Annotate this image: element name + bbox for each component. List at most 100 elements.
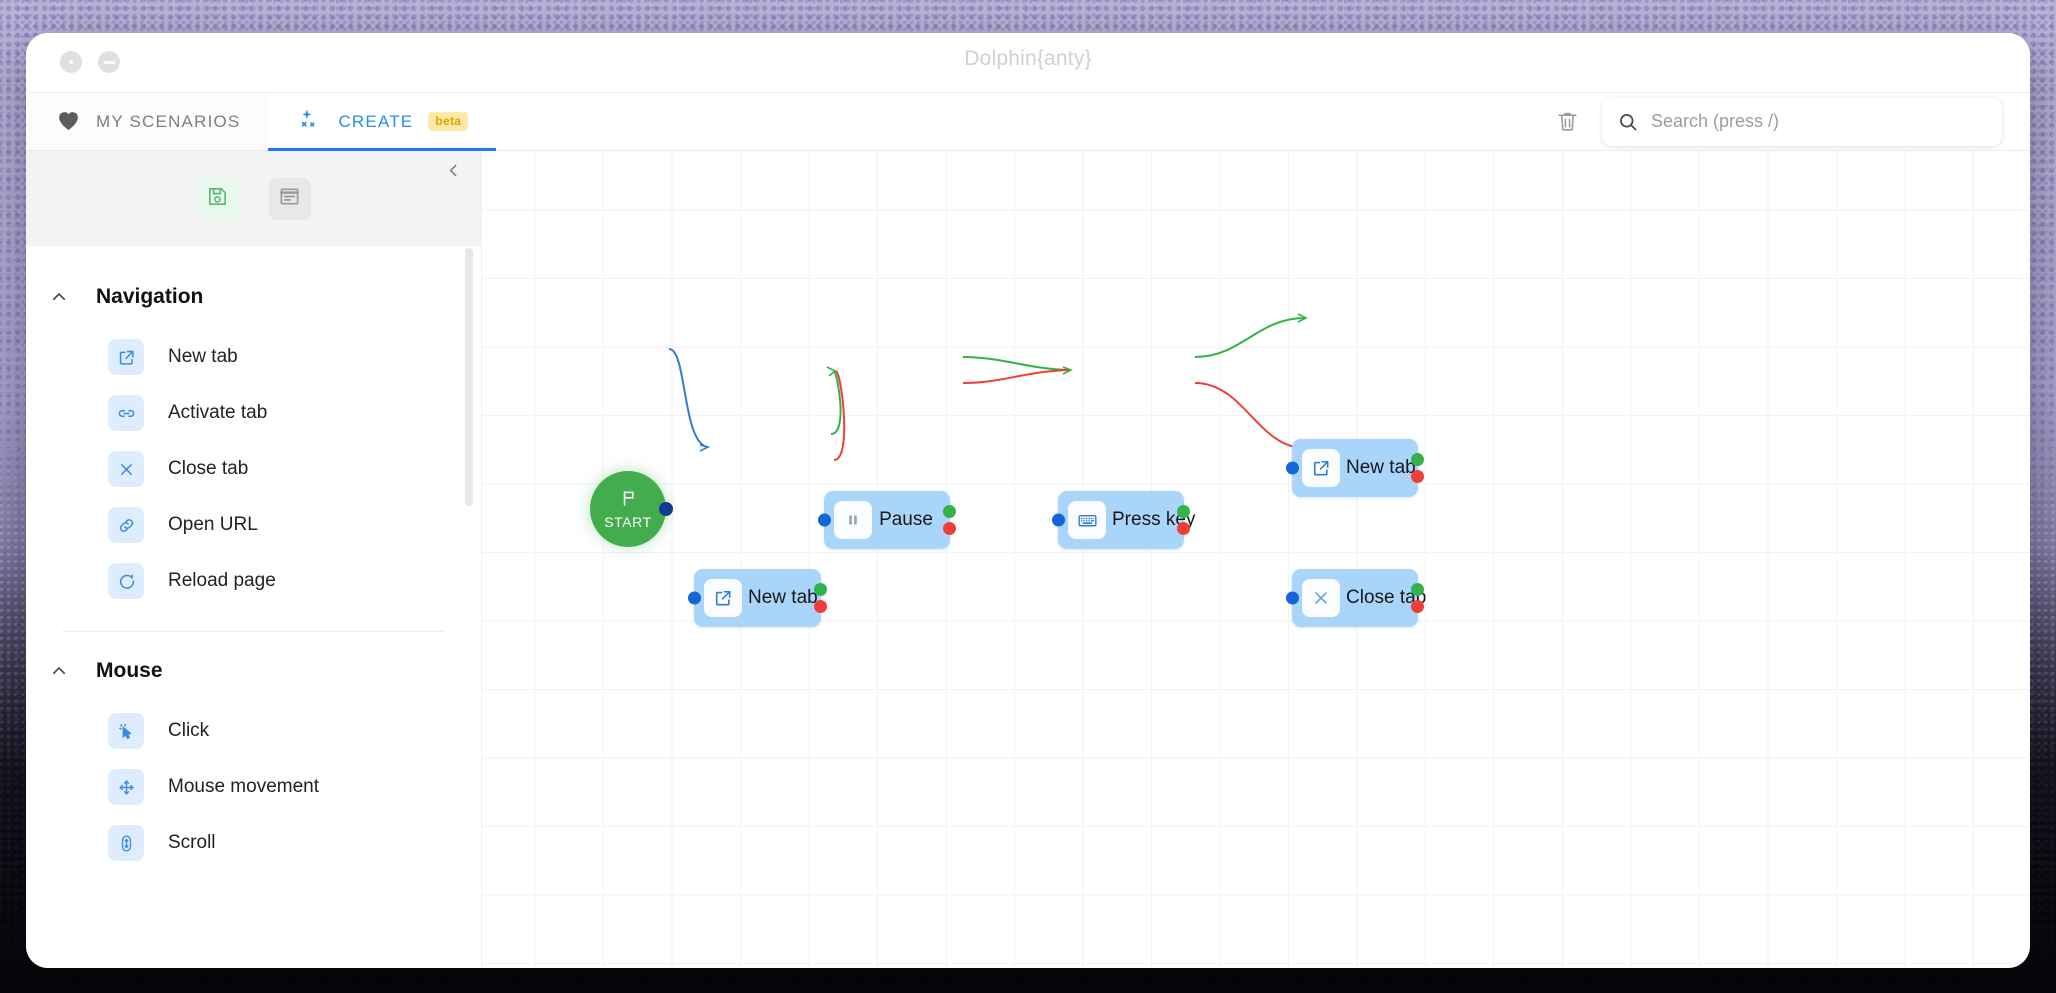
sidebar-divider [62,631,445,632]
window-minimize-button[interactable] [98,51,120,73]
chain-link-icon [108,507,144,543]
sidebar-item-reload-page[interactable]: Reload page [26,553,481,609]
sidebar-item-label: Mouse movement [168,776,320,797]
node-new-tab-1[interactable]: New tab [688,569,827,627]
sidebar-group-header-mouse[interactable]: Mouse [26,632,481,703]
sidebar-scroll-area[interactable]: Navigation New tab [26,246,481,968]
edge-new-tab-err-to-pause [833,370,846,461]
sidebar-scrollbar-thumb[interactable] [465,248,473,506]
node-input-port[interactable] [1286,461,1299,475]
body: Navigation New tab [26,151,2030,968]
edge-new-tab-ok-to-pause [830,370,842,435]
node-error-port[interactable] [1411,600,1424,613]
sidebar-item-close-tab[interactable]: Close tab [26,441,481,497]
node-pause[interactable]: Pause [818,491,956,549]
tabbar: MY SCENARIOS CREATE beta [26,93,2030,151]
sidebar-group-title: Mouse [96,659,163,682]
sidebar-item-open-url[interactable]: Open URL [26,497,481,553]
node-label: Press key [1112,509,1196,530]
node-press-key[interactable]: Press key [1052,491,1195,549]
sidebar-group-navigation: Navigation New tab [26,258,481,609]
window-controls [60,51,120,73]
node-input-port[interactable] [1052,513,1065,527]
trash-icon[interactable] [1555,109,1580,134]
node-success-port[interactable] [1411,583,1424,596]
node-input-port[interactable] [688,591,701,605]
beta-badge: beta [428,112,469,131]
edge-press-key-err-to-close-tab [1194,382,1306,449]
node-label: Close tab [1346,587,1427,608]
node-label: New tab [748,587,818,608]
node-error-port[interactable] [1177,522,1190,535]
edge-layer [668,313,1308,461]
node-input-port[interactable] [1286,591,1299,605]
start-node[interactable]: START [590,471,673,547]
node-error-port[interactable] [1411,470,1424,483]
sidebar-item-label: Click [168,720,210,741]
search-input[interactable] [1651,111,1986,132]
chevron-left-icon [445,162,462,184]
node-success-port[interactable] [943,505,956,518]
node-success-port[interactable] [814,583,827,596]
app-window: Dolphin{anty} MY SCENARIOS CREATE beta [26,33,2030,968]
close-x-icon [1302,579,1340,617]
window-close-button[interactable] [60,51,82,73]
magic-wand-icon [298,107,323,137]
move-arrows-icon [108,769,144,805]
sidebar-group-mouse: Mouse Click [26,632,481,871]
node-close-tab[interactable]: Close tab [1286,569,1426,627]
sidebar-item-label: Scroll [168,832,216,853]
arrow-head [1062,366,1073,375]
scroll-icon [108,825,144,861]
node-error-port[interactable] [814,600,827,613]
canvas-toolbar [1555,93,2002,150]
sidebar-group-header-navigation[interactable]: Navigation [26,258,481,329]
close-x-icon [108,451,144,487]
edge-pause-ok-to-press-key [962,356,1071,371]
node-success-port[interactable] [1177,505,1190,518]
collapse-sidebar-button[interactable] [439,159,467,187]
heart-icon [56,108,81,136]
sidebar-item-label: New tab [168,346,238,367]
window-title: Dolphin{anty} [964,47,1092,70]
flag-icon [619,489,638,513]
keyboard-icon [1068,501,1106,539]
cursor-click-icon [108,713,144,749]
tab-my-scenarios[interactable]: MY SCENARIOS [26,93,269,150]
sidebar-item-label: Reload page [168,570,276,591]
link-horizontal-icon [108,395,144,431]
pause-icon [834,501,872,539]
save-scenario-button[interactable] [196,177,239,220]
sidebar-item-scroll[interactable]: Scroll [26,815,481,871]
edge-start-to-new-tab [668,348,708,448]
sidebar: Navigation New tab [26,151,482,968]
node-error-port[interactable] [943,522,956,535]
sidebar-item-click[interactable]: Click [26,703,481,759]
start-output-port[interactable] [659,502,673,516]
sidebar-item-label: Activate tab [168,402,268,423]
node-new-tab-2[interactable]: New tab [1286,439,1424,497]
tab-label-my-scenarios: MY SCENARIOS [96,111,241,131]
sidebar-item-new-tab[interactable]: New tab [26,329,481,385]
tab-create[interactable]: CREATE beta [268,93,497,151]
chevron-up-icon [50,662,68,680]
edge-press-key-ok-to-new-tab [1194,317,1306,358]
chevron-up-icon [50,288,68,306]
reload-icon [108,563,144,599]
edge-pause-err-to-press-key [962,369,1071,384]
scenario-notes-button[interactable] [268,177,311,220]
tab-label-create: CREATE [338,111,414,131]
arrow-head [699,444,711,452]
sidebar-scrollbar-track[interactable] [465,246,477,968]
sidebar-item-activate-tab[interactable]: Activate tab [26,385,481,441]
node-success-port[interactable] [1411,453,1424,466]
scenario-canvas[interactable]: START New tab [482,151,2030,968]
node-input-port[interactable] [818,513,831,527]
external-link-icon [704,579,742,617]
document-icon [278,185,301,213]
sidebar-item-mouse-movement[interactable]: Mouse movement [26,759,481,815]
window-close-icon [69,60,73,64]
node-label: New tab [1346,457,1416,478]
window-minimize-icon [103,60,115,64]
search-box[interactable] [1602,97,2002,146]
